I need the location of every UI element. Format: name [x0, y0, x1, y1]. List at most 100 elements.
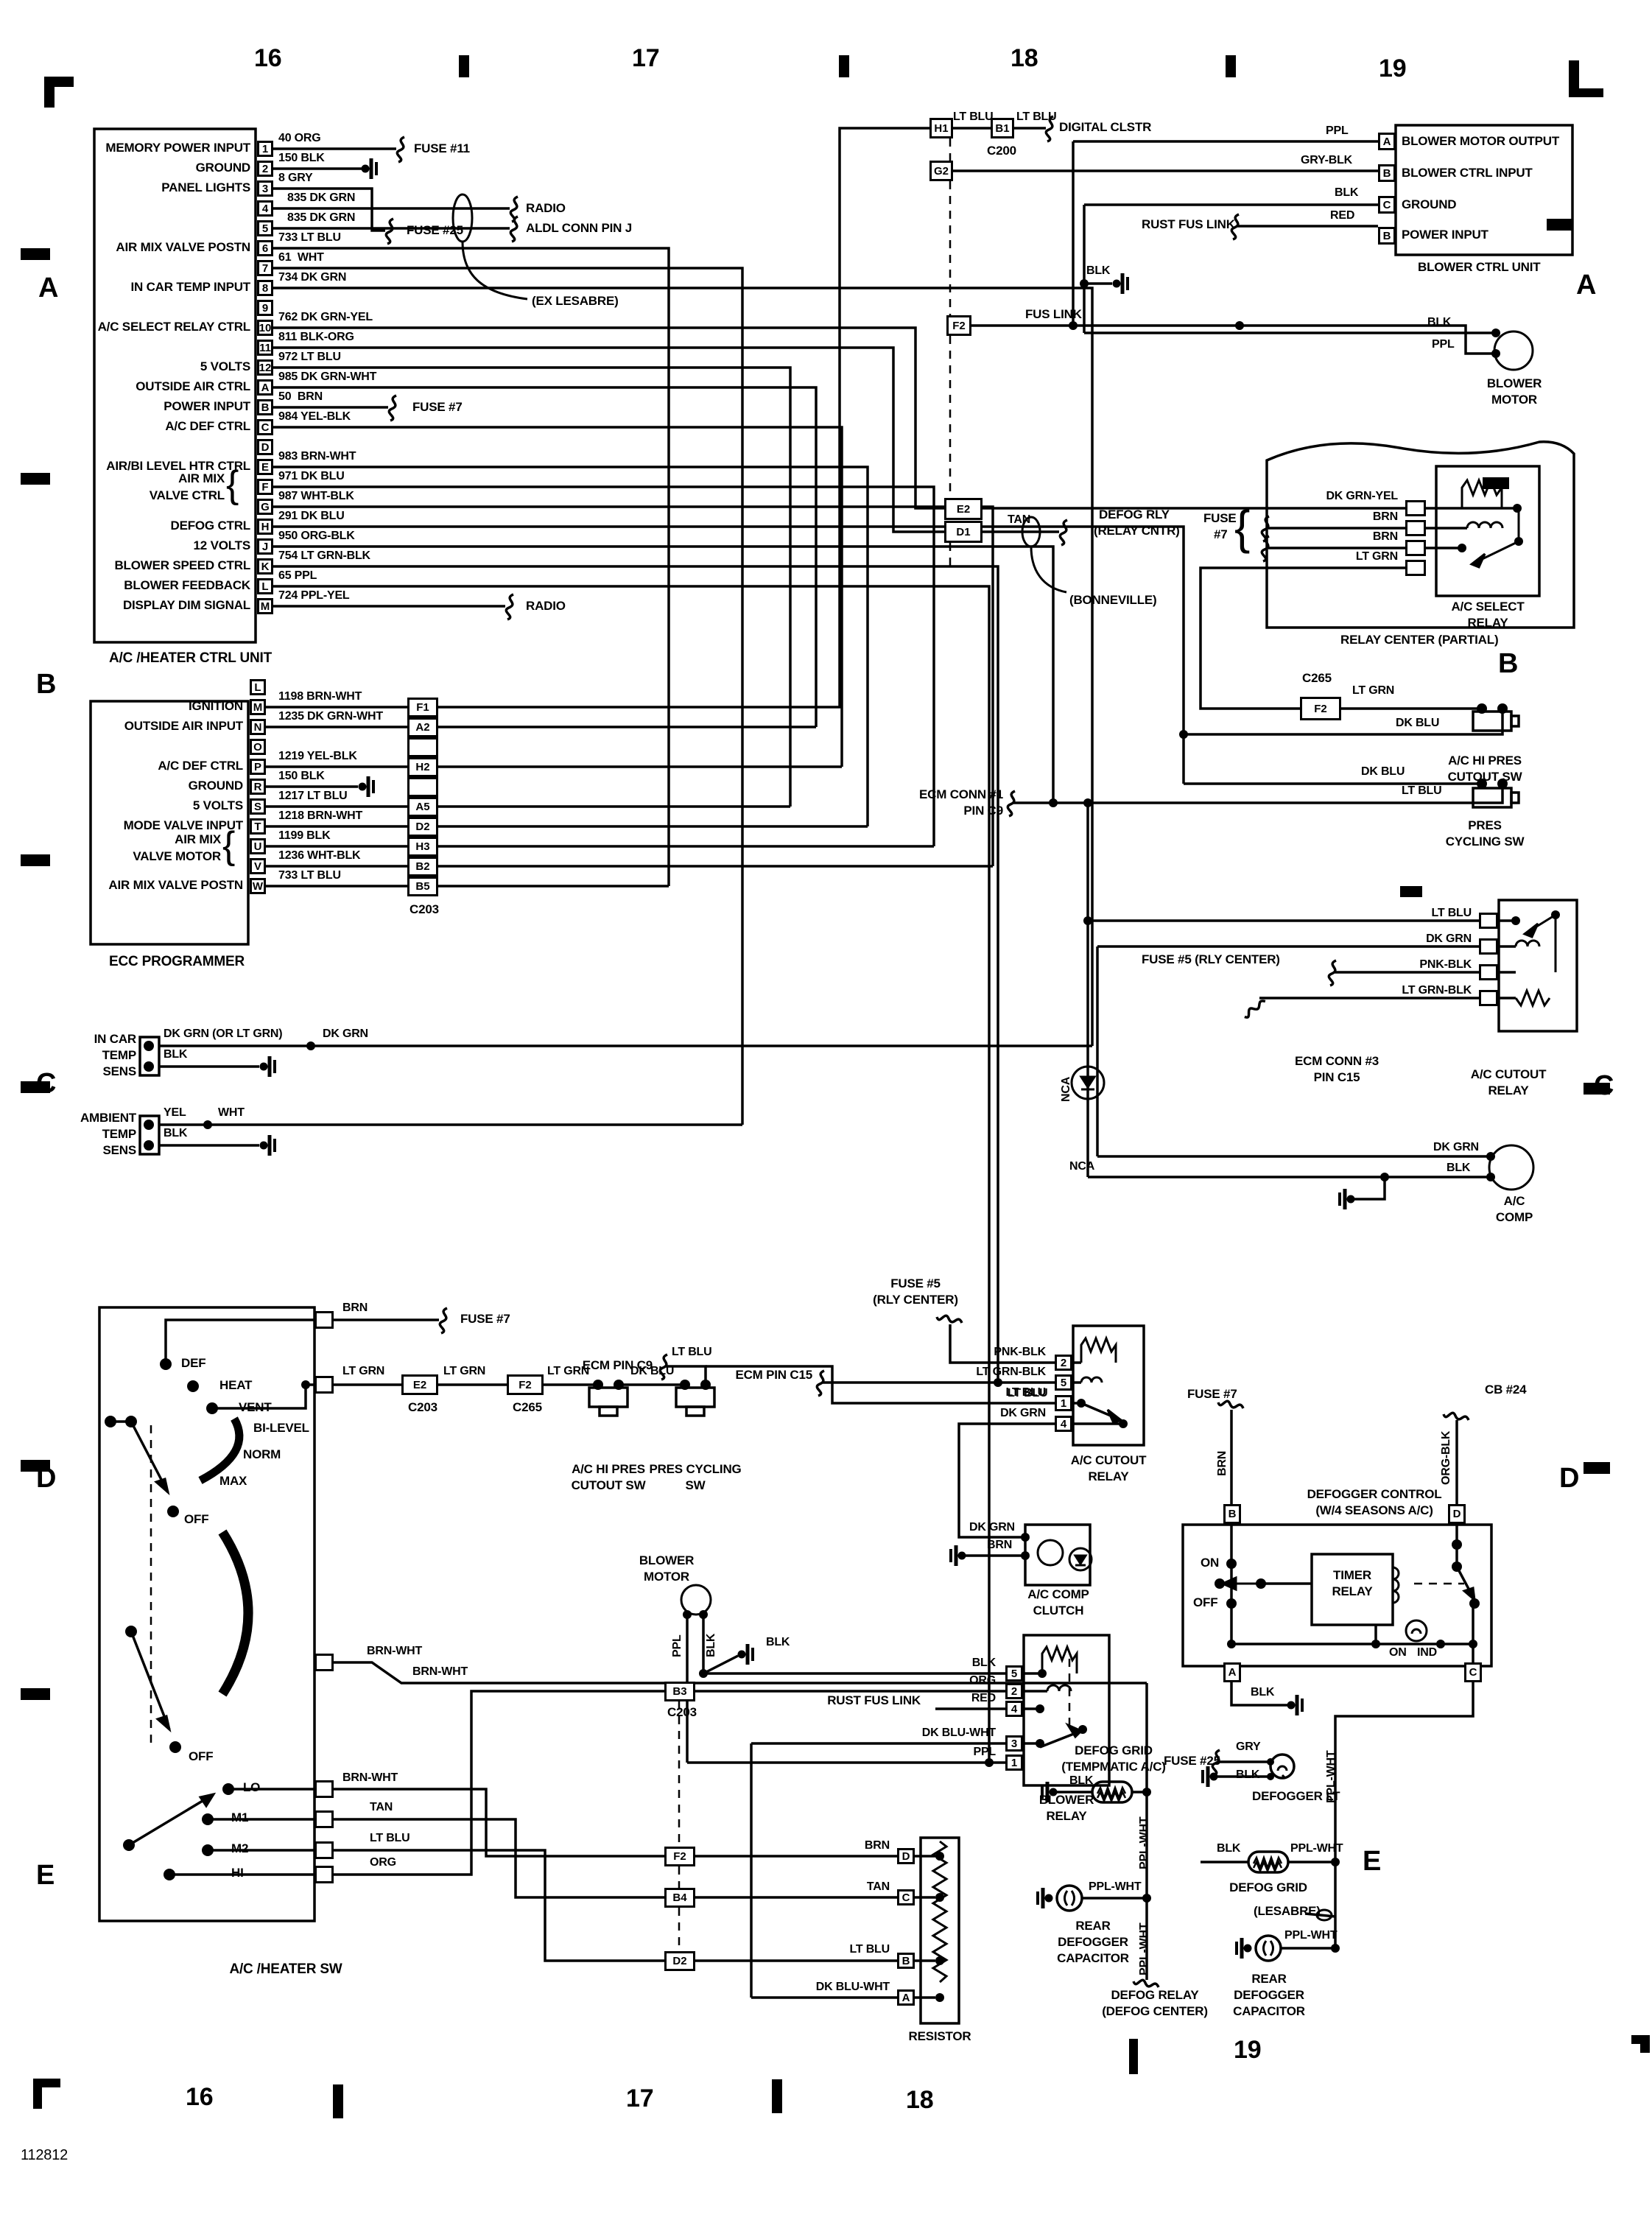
ecc-pinM-fn: IGNITION	[189, 699, 243, 713]
grid-right-d: D	[1559, 1463, 1580, 1494]
symbols	[154, 193, 1557, 1984]
bcu-pin-C: C	[1378, 196, 1396, 214]
ac-cutout-relay-b-box	[1072, 1324, 1145, 1447]
wire-ltgrnblk-b: LT GRN-BLK	[976, 1366, 1046, 1378]
ecm-conn1-l2: PIN C9	[963, 804, 1003, 818]
wire-985: 985 DK GRN-WHT	[278, 370, 377, 383]
prescyc2-l1: PRES CYCLING	[649, 1462, 742, 1476]
wire-pplwht-rot2: PPL-WHT	[1138, 1922, 1150, 1975]
ac-comp-l1: A/C	[1503, 1194, 1525, 1208]
heater-sw-title: A/C /HEATER SW	[229, 1961, 342, 1977]
wire-ltblu-h1: LT BLU	[953, 110, 994, 123]
c203-H3: H3	[407, 837, 438, 857]
cutout-relay-b-internals	[1080, 1335, 1117, 1383]
ac-select-relay-box	[1435, 465, 1541, 597]
ctrl-pin-C: C	[257, 419, 273, 435]
defctl-pin-C: C	[1464, 1662, 1482, 1682]
ex-lesabre-leader	[461, 241, 528, 301]
note-bonneville: (BONNEVILLE)	[1069, 593, 1157, 607]
bcu-title: BLOWER CTRL UNIT	[1418, 260, 1541, 274]
c203-A5: A5	[407, 797, 438, 817]
dest-rust-fus-link: RUST FUS LINK	[1142, 217, 1235, 231]
wire-dkbluwht-res: DK BLU-WHT	[815, 1981, 890, 1993]
ecc-pin-P: P	[250, 759, 266, 775]
dest-cb24: CB #24	[1485, 1383, 1527, 1397]
conn-c265: C265	[1302, 671, 1332, 685]
grid-top-17: 17	[632, 44, 660, 72]
grid-left-a: A	[38, 273, 59, 303]
ecc-pinN-fn: OUTSIDE AIR INPUT	[124, 719, 243, 733]
grid-bot-19: 19	[1234, 2036, 1262, 2064]
blower-relay-l2: RELAY	[1046, 1809, 1087, 1823]
sw-off2: OFF	[189, 1749, 214, 1763]
conn-F2-c265: F2	[1300, 697, 1341, 720]
wire-ltgrnblk: LT GRN-BLK	[1402, 984, 1472, 997]
cutoutb-l1: A/C CUTOUT	[1070, 1453, 1147, 1467]
ctrl-pin-K: K	[257, 558, 273, 575]
cutout-relay-c-internals	[1514, 913, 1557, 1009]
defctl-l1: DEFOGGER CONTROL	[1307, 1487, 1442, 1501]
sw-off1: OFF	[184, 1512, 209, 1526]
c203-blank2	[407, 777, 438, 797]
wire-40-org: 40 ORG	[278, 132, 321, 144]
wire-724: 724 PPL-YEL	[278, 589, 350, 602]
amb-l2: TEMP	[102, 1127, 137, 1141]
ctrl-pin-E: E	[257, 459, 273, 475]
ctrl-pin-J: J	[257, 538, 273, 555]
wire-1219: 1219 YEL-BLK	[278, 750, 357, 762]
wire-tan-sw: TAN	[370, 1801, 393, 1813]
wire-ltblu-b1: LT BLU	[1016, 110, 1057, 123]
wire-brn-cl: BRN	[987, 1539, 1013, 1551]
wire-blk-incar: BLK	[164, 1048, 188, 1061]
defogger-lt-title: DEFOGGER LT	[1252, 1789, 1340, 1803]
incar-sensor-conn	[138, 1036, 161, 1077]
wire-blk-defctl: BLK	[1251, 1686, 1275, 1699]
br-pin-2: 2	[1005, 1683, 1023, 1699]
wire-dkgrn: DK GRN	[323, 1028, 368, 1040]
resistor-box	[919, 1836, 960, 2025]
wire-brnwht-1: BRN-WHT	[367, 1645, 423, 1657]
wire-pplwht-rot1: PPL-WHT	[1138, 1816, 1150, 1869]
wire-yel: YEL	[164, 1106, 186, 1119]
amb-l1: AMBIENT	[80, 1111, 136, 1125]
res-pin-D: D	[897, 1848, 915, 1864]
bcu-pin-B2: B	[1378, 227, 1396, 245]
blower-relay-box	[1022, 1634, 1111, 1787]
wire-1198: 1198 BRN-WHT	[278, 690, 362, 703]
dest-fuse7-sw: FUSE #7	[460, 1312, 510, 1326]
incar-l3: SENS	[102, 1064, 137, 1078]
timer-relay-coil	[1392, 1566, 1400, 1604]
wire-brn-rot: BRN	[1216, 1450, 1229, 1476]
defctl-on: ON	[1201, 1556, 1220, 1570]
fuse7-l2: #7	[1214, 527, 1228, 541]
cutb-pin-2: 2	[1055, 1355, 1072, 1371]
blower-ctrl-unit-box	[1394, 124, 1574, 256]
ctrl-pin3-fn: PANEL LIGHTS	[161, 180, 250, 194]
wire-blk-amb: BLK	[164, 1127, 188, 1139]
note-lesabre: (LESABRE)	[1254, 1904, 1321, 1918]
timer-l1: TIMER	[1333, 1568, 1371, 1582]
wire-ltgrn-r: LT GRN	[1355, 550, 1398, 563]
ctrl-pin-M: M	[257, 598, 273, 614]
ctrl-pin-7: 7	[257, 260, 273, 276]
clutch-l1: A/C COMP	[1027, 1587, 1089, 1601]
wire-blk-mot2: BLK	[766, 1636, 790, 1648]
wire-blk-dg2: BLK	[1217, 1842, 1241, 1855]
cutout-relay-l2: RELAY	[1488, 1083, 1529, 1097]
ctrl-pin-11: 11	[257, 340, 273, 356]
incar-l1: IN CAR	[94, 1032, 137, 1046]
wire-ltgrn-sw2: LT GRN	[443, 1365, 486, 1377]
wire-blk-c: BLK	[1335, 186, 1359, 199]
wire-orgblk-rot: ORG-BLK	[1440, 1430, 1452, 1485]
wire-734-dkgrn: 734 DK GRN	[278, 271, 347, 284]
cutb-pin-5: 5	[1055, 1374, 1072, 1391]
ecc-pinUV-fn1: AIR MIX	[175, 832, 221, 846]
dest-fuse25: FUSE #25	[407, 223, 463, 237]
ecm-conn3-l2: PIN C15	[1313, 1070, 1360, 1084]
note-ex-lesabre: (EX LESABRE)	[532, 294, 619, 308]
sw-def: DEF	[181, 1356, 206, 1370]
ctrl-pinFG-fn1: AIR MIX	[178, 471, 225, 485]
wire-150-blk: 150 BLK	[278, 152, 325, 164]
conn-E2b: E2	[401, 1374, 438, 1395]
